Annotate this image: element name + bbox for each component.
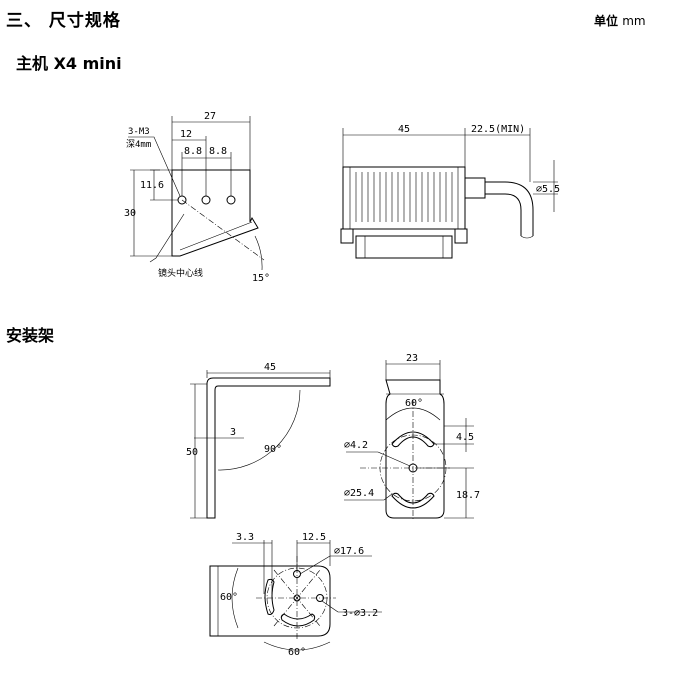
bracket-top-view: 3.3 12.5 ∅17.6 60° 3-∅3.2 60° xyxy=(209,532,382,658)
dim-11-6: 11.6 xyxy=(140,180,164,191)
dim-12: 12 xyxy=(180,129,192,140)
host-front-view: 27 12 8.8 8.8 3-M3 深4mm 11.6 30 镜头中心线 15… xyxy=(124,111,270,284)
angle-90: 90° xyxy=(264,444,282,455)
dim-8-8-b: 8.8 xyxy=(209,146,227,157)
angle-60-left: 60° xyxy=(220,592,238,603)
bracket-side-view: 45 3 50 90° xyxy=(186,362,331,519)
unit-note: 单位 mm xyxy=(594,12,646,29)
dim-host-length: 45 xyxy=(398,124,410,135)
mount-hole xyxy=(226,195,236,205)
dim-18-7: 18.7 xyxy=(456,490,480,501)
dim-bracket-height: 50 xyxy=(186,447,198,458)
angle-15: 15° xyxy=(252,273,270,284)
angle-60-bottom: 60° xyxy=(288,647,306,658)
mount-hole xyxy=(201,195,211,205)
holes-label: 3-∅3.2 xyxy=(342,608,378,619)
dim-cable-min: 22.5(MIN) xyxy=(471,124,525,135)
heatsink-fins xyxy=(355,172,453,222)
dim-host-width: 27 xyxy=(204,111,216,122)
bracket-title: 安装架 xyxy=(6,326,55,345)
dim-center-hole: ∅4.2 xyxy=(344,440,368,451)
dim-17-6: ∅17.6 xyxy=(334,546,364,557)
dim-30: 30 xyxy=(124,208,136,219)
angle-60-front: 60° xyxy=(405,398,423,409)
dim-thickness: 3 xyxy=(230,427,236,438)
dim-cable-diameter: ∅5.5 xyxy=(536,184,560,195)
main-unit-title: 主机 X4 mini xyxy=(16,54,122,73)
lens-center-label: 镜头中心线 xyxy=(158,267,203,279)
dim-3-3: 3.3 xyxy=(236,532,254,543)
host-side-view: 45 22.5(MIN) ∅5.5 xyxy=(340,124,560,259)
thread-depth-note: 深4mm xyxy=(126,139,151,150)
unit-label: 单位 xyxy=(594,14,619,28)
dim-slot-circle: ∅25.4 xyxy=(344,488,374,499)
unit-value: mm xyxy=(622,14,646,28)
dim-8-8-a: 8.8 xyxy=(184,146,202,157)
dim-bracket-length: 45 xyxy=(264,362,276,373)
dim-4-5: 4.5 xyxy=(456,432,474,443)
section-title: 三、 尺寸规格 xyxy=(6,11,121,31)
thread-note: 3-M3 xyxy=(128,127,150,137)
bracket-front-view: 23 60° ∅4.2 4.5 ∅25.4 18.7 xyxy=(344,353,480,520)
dim-bracket-width: 23 xyxy=(406,353,418,364)
dim-12-5: 12.5 xyxy=(302,532,326,543)
